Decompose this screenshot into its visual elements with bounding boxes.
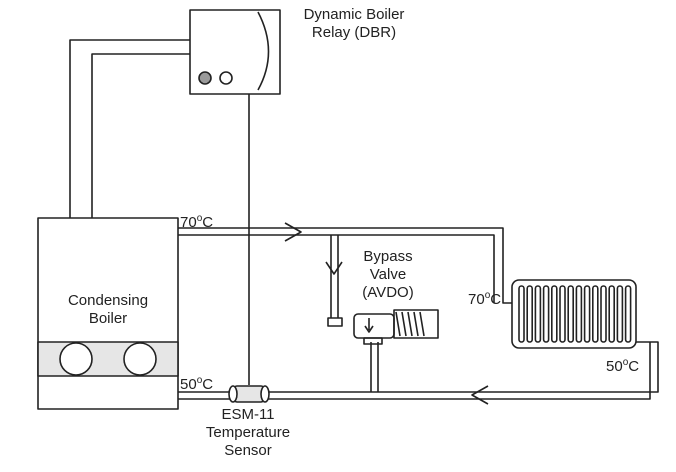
sensor-label-line3: Sensor bbox=[224, 442, 272, 459]
sensor-label: ESM-11 Temperature Sensor bbox=[198, 406, 298, 460]
dbr-indicator-grey bbox=[198, 71, 212, 85]
radiator-fin bbox=[600, 285, 607, 343]
temp-radiator-out: 50oC bbox=[606, 354, 639, 376]
temp-return-in-value: 50 bbox=[180, 376, 197, 393]
temp-unit: C bbox=[202, 214, 214, 231]
return-arrow bbox=[471, 385, 489, 405]
temp-radiator-out-value: 50 bbox=[606, 358, 623, 375]
temp-flow-out: 70oC bbox=[180, 210, 213, 232]
dbr-label-line1: Dynamic Boiler bbox=[303, 6, 405, 23]
bypass-arrow bbox=[325, 261, 343, 275]
radiator-fin bbox=[550, 285, 558, 343]
temp-unit: C bbox=[202, 376, 214, 393]
sensor-label-line2: Temperature bbox=[205, 424, 291, 441]
temp-return-in: 50oC bbox=[180, 372, 213, 394]
degree-symbol: o bbox=[196, 375, 203, 386]
boiler-dial-left bbox=[59, 342, 93, 376]
radiator-fin bbox=[534, 285, 542, 343]
flow-pipe-outer bbox=[178, 227, 512, 304]
bypass-valve bbox=[327, 309, 439, 345]
dbr-cable-outer bbox=[69, 39, 190, 218]
degree-symbol: o bbox=[622, 357, 629, 368]
boiler-label-line1: Condensing bbox=[67, 292, 149, 309]
degree-symbol: o bbox=[196, 213, 203, 224]
return-pipe-outer bbox=[178, 341, 659, 393]
temp-radiator-in: 70oC bbox=[468, 287, 501, 309]
radiator-fin bbox=[559, 285, 566, 343]
dbr-label-line2: Relay (DBR) bbox=[311, 24, 397, 41]
dbr-indicator-white bbox=[219, 71, 233, 85]
bypass-label-line1: Bypass bbox=[363, 248, 413, 265]
boiler-dial-right bbox=[123, 342, 157, 376]
radiator-fin bbox=[624, 285, 632, 343]
temp-radiator-in-value: 70 bbox=[468, 291, 485, 308]
radiator-fin bbox=[575, 285, 583, 343]
bypass-valve-label: Bypass Valve (AVDO) bbox=[348, 248, 428, 302]
temp-unit: C bbox=[490, 291, 502, 308]
return-pipe-inner bbox=[178, 342, 651, 400]
sensor-label-line1: ESM-11 bbox=[221, 406, 275, 423]
dbr-cable-inner bbox=[91, 53, 190, 218]
esm11-sensor bbox=[228, 385, 270, 403]
radiator-fin bbox=[608, 285, 616, 343]
boiler-label: Condensing Boiler bbox=[48, 292, 168, 328]
boiler-label-line2: Boiler bbox=[88, 310, 128, 327]
condensing-boiler bbox=[37, 217, 179, 410]
dbr-label: Dynamic Boiler Relay (DBR) bbox=[284, 6, 424, 42]
flow-arrow bbox=[284, 222, 302, 242]
bypass-label-line3: (AVDO) bbox=[362, 284, 414, 301]
radiator-fin bbox=[616, 285, 624, 343]
flow-pipe-inner bbox=[178, 234, 495, 303]
radiator-fin bbox=[526, 285, 534, 343]
bypass-label-line2: Valve bbox=[369, 266, 407, 283]
radiator-fin bbox=[583, 285, 591, 343]
degree-symbol: o bbox=[484, 290, 491, 301]
radiator-fin bbox=[518, 285, 525, 343]
radiator-fin bbox=[567, 285, 575, 343]
radiator bbox=[511, 279, 637, 349]
dbr-relay bbox=[189, 9, 281, 95]
radiator-fin bbox=[591, 285, 599, 343]
temp-flow-out-value: 70 bbox=[180, 214, 197, 231]
radiator-fin bbox=[542, 285, 550, 343]
temp-unit: C bbox=[628, 358, 640, 375]
